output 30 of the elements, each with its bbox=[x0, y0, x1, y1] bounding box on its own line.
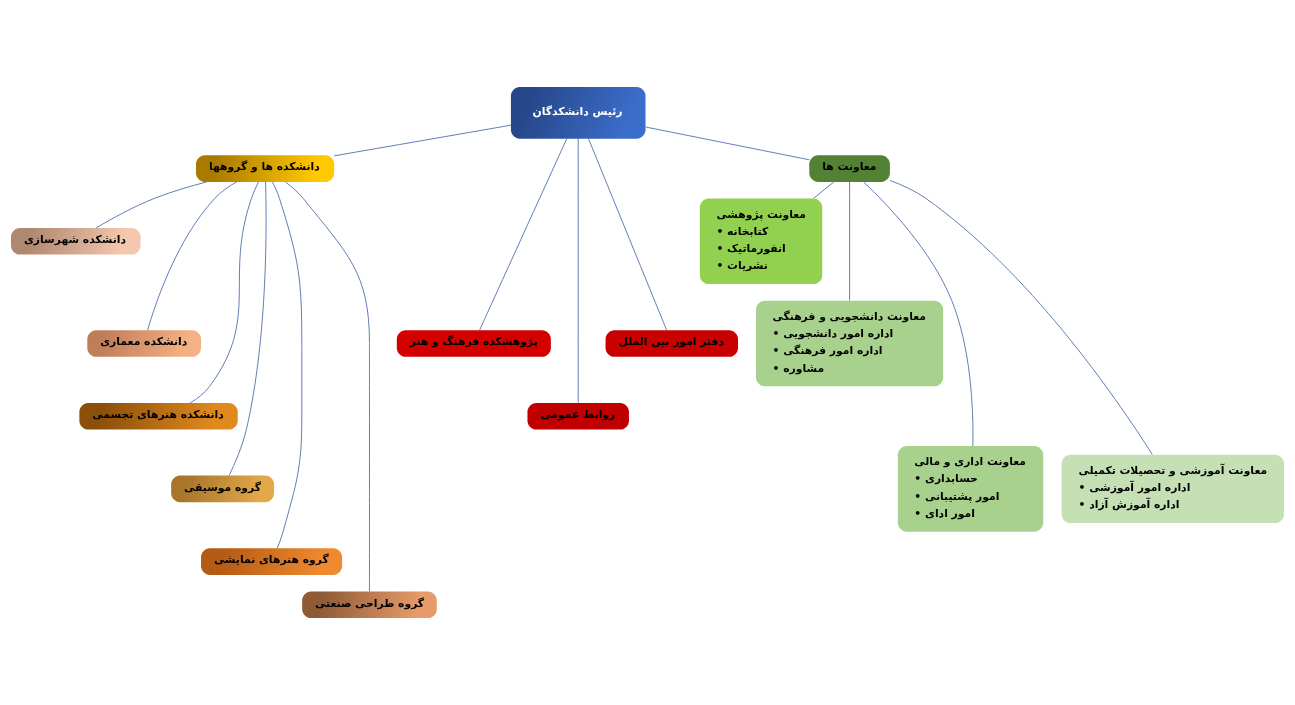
connector bbox=[228, 181, 267, 476]
node-box: رئیس دانشکدگان bbox=[510, 86, 646, 139]
connector bbox=[889, 180, 1153, 455]
connector bbox=[284, 181, 370, 592]
node-box: گروه هنرهای نمایشی bbox=[201, 548, 343, 575]
connector bbox=[645, 126, 810, 161]
connector bbox=[813, 181, 835, 199]
node-box: دانشکده ها و گروهها bbox=[196, 155, 335, 182]
connector bbox=[577, 138, 579, 404]
node-box: روابط عمومی bbox=[527, 402, 629, 430]
connector bbox=[272, 181, 303, 549]
node-box: دانشکده شهرسازی bbox=[11, 227, 141, 255]
connector bbox=[863, 181, 974, 447]
node-box: معاونت آموزشی و تحصیلات تکمیلی • اداره امور آموزشی • اداره آموزش آزاد bbox=[1061, 454, 1284, 524]
connector bbox=[588, 138, 668, 331]
node-box: گروه طراحی صنعتی bbox=[302, 591, 437, 619]
connector bbox=[333, 124, 512, 157]
connector bbox=[479, 138, 568, 331]
node-box: پژوهشکده فرهنگ و هنر bbox=[396, 330, 551, 357]
node-box: معاونت دانشجویی و فرهنگی • اداره امور دانشجویی • اداره امور فرهنگی • مشاوره bbox=[756, 300, 944, 387]
node-box: دفتر امور بین الملل bbox=[605, 330, 738, 357]
node-box: دانشکده معماری bbox=[87, 330, 201, 357]
connector bbox=[849, 181, 850, 302]
node-box: معاونت ها bbox=[809, 155, 890, 182]
node-box: گروه موسیقی bbox=[171, 475, 275, 503]
node-box: معاونت پژوهشی • کتابخانه • انفورماتیک • نشریات bbox=[699, 198, 823, 285]
node-box: دانشکده هنرهای تجسمی bbox=[79, 402, 238, 430]
connector bbox=[147, 181, 237, 331]
connector bbox=[189, 181, 259, 404]
node-box: معاونت اداری و مالی • حسابداری • امور پشتیبانی • امور ادای bbox=[897, 446, 1044, 532]
